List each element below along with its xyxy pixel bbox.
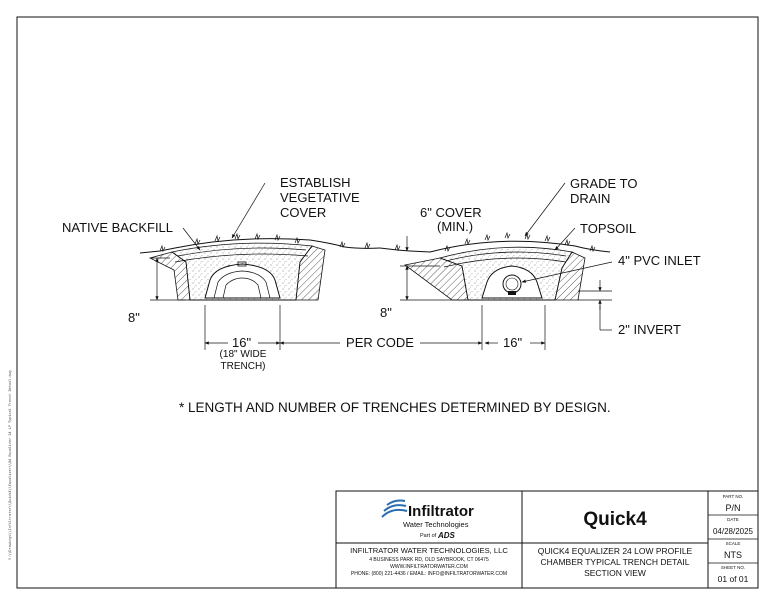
dim-wide-trench-1: (18" WIDE <box>220 349 267 360</box>
scale-label: SCALE <box>726 541 741 546</box>
company-website: WWW.INFILTRATORWATER.COM <box>390 564 468 570</box>
label-establish-3: COVER <box>280 205 326 220</box>
dim-16-right: 16" <box>503 335 522 350</box>
part-no-label: PART NO. <box>723 494 744 499</box>
scale-value: NTS <box>724 550 742 560</box>
dim-8-right: 8" <box>380 305 392 320</box>
svg-text:ADS: ADS <box>437 531 456 540</box>
drawing-title-1: QUICK4 EQUALIZER 24 LOW PROFILE <box>538 546 693 556</box>
svg-text:Infiltrator: Infiltrator <box>408 503 474 520</box>
right-trench <box>379 231 612 350</box>
label-establish-2: VEGETATIVE <box>280 190 360 205</box>
sheet-value: 01 of 01 <box>718 574 749 584</box>
label-invert: 2" INVERT <box>618 322 681 337</box>
label-topsoil: TOPSOIL <box>580 221 636 236</box>
dim-per-code: PER CODE <box>346 335 414 350</box>
label-native-backfill: NATIVE BACKFILL <box>62 220 173 235</box>
dim-16-left: 16" <box>232 335 251 350</box>
design-note: * LENGTH AND NUMBER OF TRENCHES DETERMIN… <box>179 400 611 415</box>
label-establish-1: ESTABLISH <box>280 175 351 190</box>
file-path-text: Y:\\Drawings\\Infiltrator\\Quick4\\Equal… <box>8 370 12 560</box>
label-cover-2: (MIN.) <box>437 219 473 234</box>
label-cover-1: 6" COVER <box>420 205 482 220</box>
left-chamber <box>204 263 281 299</box>
company-contact: PHONE: (800) 221-4436 / EMAIL: INFO@INFI… <box>351 571 507 577</box>
label-pvc-inlet: 4" PVC INLET <box>618 253 701 268</box>
company-address: 4 BUSINESS PARK RD, OLD SAYBROOK, CT 064… <box>369 557 489 563</box>
svg-text:Water Technologies: Water Technologies <box>403 520 469 529</box>
infiltrator-logo: Infiltrator Water Technologies Part of A… <box>381 499 474 540</box>
company-name: INFILTRATOR WATER TECHNOLOGIES, LLC <box>350 546 508 555</box>
sheet-label: SHEET NO. <box>721 565 745 570</box>
title-block: Infiltrator Water Technologies Part of A… <box>335 490 759 589</box>
svg-text:Part of: Part of <box>420 533 437 539</box>
product-name: Quick4 <box>583 509 647 530</box>
date-label: DATE <box>727 517 739 522</box>
dim-8-left: 8" <box>128 310 140 325</box>
label-grade-2: DRAIN <box>570 191 610 206</box>
part-no-value: P/N <box>725 503 740 513</box>
date-value: 04/28/2025 <box>713 527 754 536</box>
drawing-title-2: CHAMBER TYPICAL TRENCH DETAIL <box>541 557 690 567</box>
drawing-title-3: SECTION VIEW <box>584 568 646 578</box>
label-grade-1: GRADE TO <box>570 176 637 191</box>
dim-wide-trench-2: TRENCH) <box>221 361 266 372</box>
left-trench <box>139 232 381 350</box>
